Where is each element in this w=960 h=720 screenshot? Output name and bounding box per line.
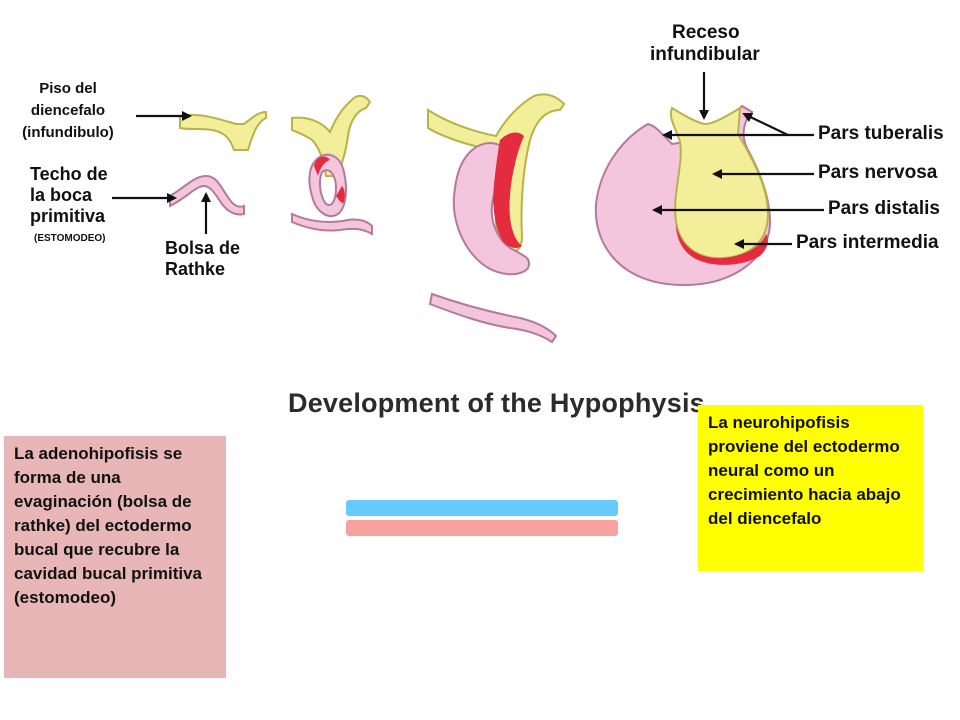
piso-label: Piso del diencefalo (infundibulo)	[4, 78, 132, 144]
bolsa-label: Bolsa de Rathke	[165, 238, 240, 280]
pars-intermedia-label: Pars intermedia	[796, 232, 939, 253]
receso-label-line: Receso	[672, 22, 740, 43]
pars-tuberalis-label: Pars tuberalis	[818, 123, 944, 144]
stage-1	[169, 110, 267, 216]
rathke-pouch-stage-1	[169, 174, 245, 216]
oral-ectoderm-stage-2	[291, 212, 373, 236]
adenohipofisis-box: La adenohipofisis se forma de una evagin…	[4, 436, 226, 678]
pars-nervosa-label: Pars nervosa	[818, 162, 938, 183]
neurohipofisis-text: La neurohipofisis proviene del ectodermo…	[708, 413, 901, 528]
bolsa-label-line: Rathke	[165, 259, 226, 279]
label-arrows	[112, 72, 824, 249]
pink-legend-bar	[346, 520, 618, 536]
oral-ectoderm-stage-3	[428, 292, 558, 344]
figure-title: Development of the Hypophysis	[288, 388, 705, 418]
arrow-tuberalis-2	[742, 112, 789, 136]
pars-nervosa-body	[670, 106, 770, 260]
techo-label-line: la boca	[30, 185, 93, 205]
piso-label-line: diencefalo	[30, 102, 106, 119]
piso-label-line: Piso del	[39, 80, 97, 97]
pars-intermedia-stage-3	[493, 132, 524, 248]
receso-label: Receso infundibular	[650, 22, 760, 66]
piso-label-line: (infundibulo)	[22, 124, 114, 141]
stage-2	[291, 94, 373, 236]
receso-label-line: infundibular	[650, 44, 760, 65]
pars-intermedia-stage-2	[314, 156, 345, 203]
techo-label-line: Techo de	[30, 164, 108, 184]
infundibulum-stage-1	[179, 110, 267, 151]
stage-4	[594, 104, 772, 286]
techo-label-line: primitiva	[30, 206, 106, 226]
techo-label: Techo de la boca primitiva	[30, 164, 108, 227]
stage-3	[427, 93, 566, 344]
neurohipofisis-box: La neurohipofisis proviene del ectodermo…	[698, 405, 923, 571]
adenohipofisis-text: La adenohipofisis se forma de una evagin…	[14, 444, 203, 607]
pars-distalis-label: Pars distalis	[828, 198, 940, 219]
bolsa-label-line: Bolsa de	[165, 238, 241, 258]
infundibulum-stage-2	[291, 94, 372, 177]
estomodeo-label: (ESTOMODEO)	[34, 233, 106, 244]
blue-legend-bar	[346, 500, 618, 516]
pars-intermedia-band	[676, 224, 768, 265]
